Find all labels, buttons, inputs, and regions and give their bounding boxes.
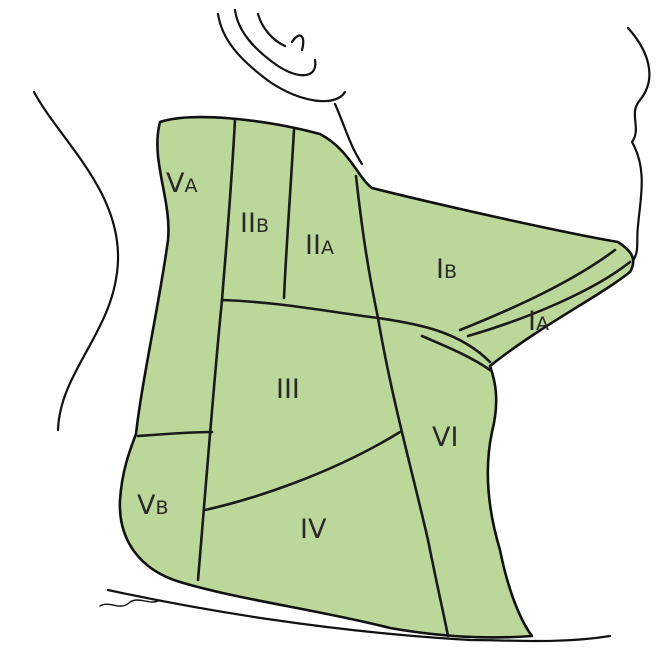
label-ia-sub: A <box>536 313 549 335</box>
label-ia-main: I <box>528 306 536 337</box>
label-iia-sub: A <box>321 237 334 259</box>
label-level-vi: VI <box>432 422 458 453</box>
ear-outline <box>218 14 345 101</box>
label-iib-main: II <box>240 208 256 239</box>
label-va-main: V <box>166 168 185 199</box>
back-of-neck-line <box>34 92 118 430</box>
label-level-iv: IV <box>300 514 327 545</box>
label-ib-main: I <box>436 254 444 285</box>
label-iia-main: II <box>305 230 321 261</box>
signature-mark <box>100 600 160 606</box>
label-level-iii: III <box>276 374 300 405</box>
label-vb-main: V <box>137 490 156 521</box>
label-va-sub: A <box>184 175 197 197</box>
label-ib-sub: B <box>444 261 457 283</box>
label-iib-sub: B <box>256 215 269 237</box>
face-profile-line <box>628 28 649 262</box>
ear-helix-outline <box>258 14 285 46</box>
ear-tragus-outline <box>292 36 303 50</box>
label-vb-sub: B <box>155 497 168 519</box>
